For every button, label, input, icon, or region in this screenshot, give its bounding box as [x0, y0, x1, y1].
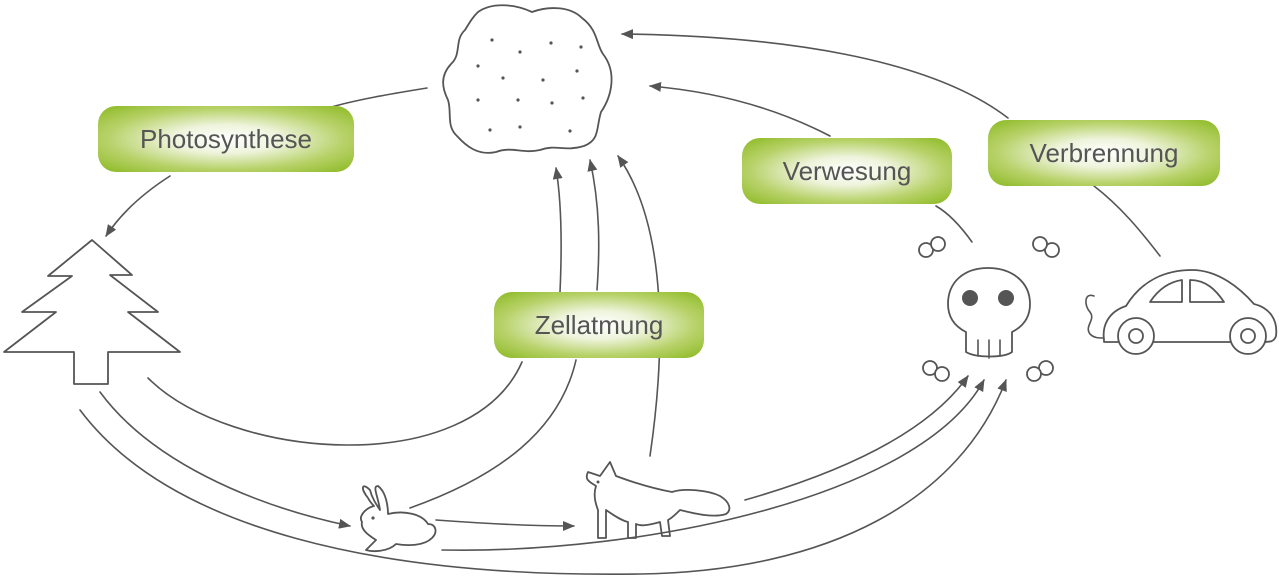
tree-icon — [3, 239, 181, 385]
arrow-fox-to-skull — [744, 375, 969, 501]
rabbit-icon — [360, 485, 437, 552]
verwesung-label: Verwesung — [742, 138, 952, 204]
verwesung-arrow — [649, 81, 831, 137]
arrow-rabbit-to-fox — [435, 519, 575, 531]
photosynthese-line-top — [327, 87, 428, 109]
zellatmung-label: Zellatmung — [494, 292, 704, 358]
co2-cloud-icon — [442, 4, 613, 154]
fox-icon — [585, 461, 731, 539]
zellatmung-line-rabbit — [409, 359, 577, 509]
verbrennung-line-car — [1093, 185, 1161, 257]
arrow-rabbit-to-skull — [441, 379, 985, 551]
photosynthese-label: Photosynthese — [98, 106, 354, 172]
zellatmung-arrow-left — [552, 167, 563, 293]
verbrennung-arrow — [621, 29, 1009, 119]
zellatmung-arrow-mid — [587, 159, 600, 291]
arrow-tree-to-skull — [79, 379, 1007, 576]
car-icon — [1085, 269, 1278, 355]
arrow-tree-to-rabbit — [99, 391, 351, 529]
skull-crossbones-icon — [918, 236, 1060, 382]
verwesung-line-skull — [935, 205, 973, 243]
photosynthese-arrow — [105, 175, 171, 237]
zellatmung-line-tree — [147, 361, 523, 446]
verbrennung-label: Verbrennung — [988, 120, 1220, 186]
